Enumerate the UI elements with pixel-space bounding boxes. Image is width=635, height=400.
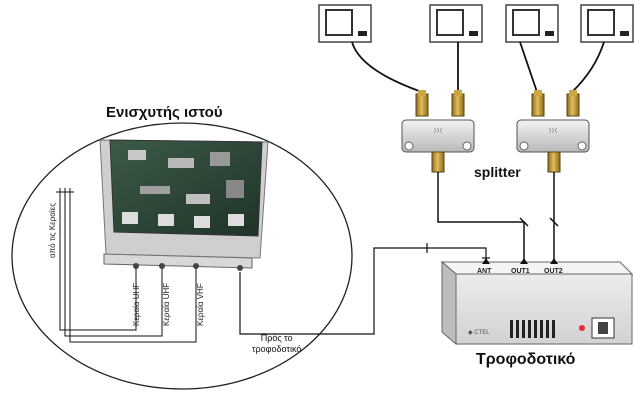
antenna-input-lines — [56, 188, 197, 343]
input-uhf-2-label: Κεραία UHF — [162, 282, 171, 326]
to-power-supply-label: Πρός το τροφοδοτικό — [252, 333, 301, 355]
amplifier-title: Ενισχυτής ιστού — [106, 104, 223, 121]
power-led — [579, 325, 585, 331]
splitter-2: ) ) ( — [516, 90, 590, 173]
tv-cables — [351, 41, 605, 93]
psu-vent-grille — [510, 320, 555, 338]
input-uhf-1-label: Κεραία UHF — [132, 282, 141, 326]
svg-text:) ) (: ) ) ( — [549, 128, 557, 134]
tv-1 — [318, 4, 372, 43]
port-out1-label: OUT1 — [511, 268, 530, 275]
mast-amplifier — [99, 139, 269, 271]
splitter-to-psu-cables — [437, 172, 559, 262]
tv-3 — [505, 4, 559, 43]
to-power-supply-line-1: Πρός το — [260, 333, 293, 343]
amplifier-ellipse — [11, 122, 353, 390]
port-ant-label: ANT — [477, 268, 492, 275]
power-supply-title: Τροφοδοτικό — [476, 351, 576, 368]
input-vhf-label: Κεραία VHF — [196, 283, 205, 326]
from-antennas-label: από τις Κεραίες — [48, 202, 57, 258]
port-out2-label: OUT2 — [544, 268, 563, 275]
to-power-supply-line-2: τροφοδοτικό — [252, 344, 302, 354]
tv-2 — [429, 4, 483, 43]
tv-4 — [580, 4, 634, 43]
splitter-1: ) ) ( — [401, 90, 475, 173]
svg-text:◆ CTEL: ◆ CTEL — [468, 330, 490, 336]
svg-text:) ) (: ) ) ( — [434, 128, 442, 134]
power-supply-box: ◆ CTEL — [440, 258, 634, 346]
splitter-label: splitter — [474, 164, 521, 180]
